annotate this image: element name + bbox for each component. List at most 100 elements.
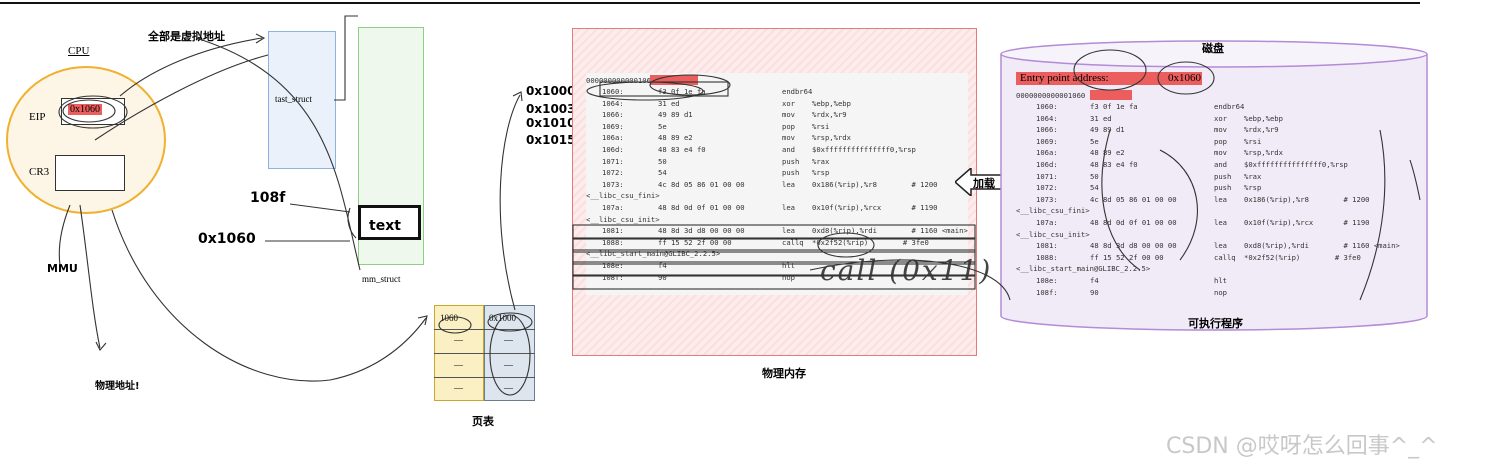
disk-asm-b: 90 — [1090, 287, 1099, 297]
disk-asm-a: 1088: — [1036, 252, 1058, 262]
mem-asm-arg: %rsi — [812, 121, 830, 131]
mem-asm-op: nop — [782, 272, 795, 282]
entry-point-label: Entry point address: — [1020, 72, 1109, 84]
mem-asm-op: lea — [782, 203, 795, 212]
page-table-label: 页表 — [472, 415, 494, 428]
disk-header: 0000000000001060 <_start>: — [1016, 91, 1129, 100]
mem-asm-row: <__libc_csu_fini> — [586, 191, 968, 202]
disk-asm-arg: 0xd8(%rip),%rdi # 1160 <main> — [1244, 241, 1400, 251]
pt-right-3: — — [504, 383, 513, 393]
disk-asm-op: mov — [1214, 125, 1227, 135]
mem-asm-op: xor — [782, 98, 795, 108]
mem-asm-arg: $0xfffffffffffffff0,%rsp — [812, 145, 916, 154]
disk-label: 磁盘 — [1202, 42, 1224, 55]
mem-asm-op: pop — [782, 121, 795, 131]
mem-asm-b: 90 — [658, 272, 667, 282]
pt-right-1: — — [504, 335, 513, 345]
disk-asm-row: <__libc_start_main@GLIBC_2.2.5> — [1016, 264, 1404, 275]
disk-asm-b: 48 89 e2 — [1090, 148, 1125, 158]
mm-struct-label: mm_struct — [362, 274, 401, 284]
disk-asm-b: 50 — [1090, 171, 1099, 181]
mem-asm-arg: %rax — [812, 156, 830, 166]
mem-asm-a: 106d: — [602, 145, 624, 154]
disk-asm-a: 106d: — [1036, 160, 1058, 169]
mem-asm-a: <__libc_csu_fini> — [586, 191, 660, 201]
load-label: 加载 — [973, 177, 995, 190]
mem-asm-a: 1088: — [602, 237, 624, 247]
physical-memory-label: 物理内存 — [762, 367, 806, 380]
disk-asm-b: f3 0f 1e fa — [1090, 102, 1138, 111]
disk-asm-a: 108e: — [1036, 276, 1058, 285]
disk-asm-arg: %rsp,%rdx — [1244, 148, 1283, 158]
disk-asm-b: 48 8d 3d d8 00 00 00 — [1090, 241, 1177, 251]
disk-asm-arg: 0x186(%rip),%r8 # 1200 — [1244, 194, 1370, 204]
disk-asm-row: 1081: 48 8d 3d d8 00 00 00 lea 0xd8(%rip),%… — [1016, 241, 1404, 252]
disk-asm-a: 1071: — [1036, 171, 1058, 181]
mem-asm-a: 1071: — [602, 156, 624, 166]
disk-asm-arg: %rdx,%r9 — [1244, 125, 1279, 135]
mem-asm-op: push — [782, 168, 800, 178]
mmu-label: MMU — [47, 262, 78, 275]
disk-asm-arg: %ebp,%ebp — [1244, 113, 1283, 123]
mem-asm-op: mov — [782, 133, 795, 143]
mem-asm-a: 1073: — [602, 179, 624, 189]
disk-asm-a: 1072: — [1036, 183, 1058, 193]
mem-asm-row: <__libc_start_main@GLIBC_2.2.5> — [586, 249, 968, 260]
mem-asm-b: f4 — [658, 261, 667, 270]
disk-asm-a: 1081: — [1036, 241, 1058, 251]
disk-asm-op: pop — [1214, 136, 1227, 146]
mem-asm-b: f3 0f 1e fa — [658, 87, 706, 96]
physical-addr-label: 物理地址! — [95, 381, 140, 392]
mem-asm-a: 1069: — [602, 121, 624, 131]
disk-asm-op: xor — [1214, 113, 1227, 123]
disk-asm-op: lea — [1214, 194, 1227, 204]
cr3-label: CR3 — [29, 166, 50, 178]
mem-asm-arg: 0x186(%rip),%r8 # 1200 — [812, 179, 938, 189]
disk-asm-arg: $0xfffffffffffffff0,%rsp — [1244, 160, 1348, 169]
disk-asm-a: 107a: — [1036, 218, 1058, 227]
mem-asm-op: callq — [782, 237, 804, 247]
disk-asm-op: push — [1214, 171, 1232, 181]
mem-asm-b: 50 — [658, 156, 667, 166]
disk-asm-a: <__libc_csu_init> — [1016, 229, 1090, 239]
disk-asm-op: lea — [1214, 241, 1227, 251]
disk-asm-row: <__libc_csu_fini> — [1016, 206, 1404, 217]
mem-asm-arg: 0x10f(%rip),%rcx # 1190 — [812, 203, 938, 212]
disk-asm-arg: *0x2f52(%rip) # 3fe0 — [1244, 252, 1361, 262]
addr-0x1060-label: 0x1060 — [198, 231, 256, 247]
disk-asm-a: 1066: — [1036, 125, 1058, 135]
pt-left-1: — — [454, 335, 463, 345]
mem-asm-b: 48 89 e2 — [658, 133, 693, 143]
cr3-register — [55, 155, 125, 191]
mem-asm-b: 5e — [658, 121, 667, 131]
mem-asm-arg: %ebp,%ebp — [812, 98, 851, 108]
mem-asm-a: 1072: — [602, 168, 624, 178]
task-struct-label: tast_struct — [275, 94, 312, 104]
disk-asm-a: 1069: — [1036, 136, 1058, 146]
mem-asm-b: 48 8d 0d 0f 01 00 00 — [658, 203, 745, 212]
executable-label: 可执行程序 — [1188, 317, 1243, 330]
mem-asm-arg: %rdx,%r9 — [812, 110, 847, 120]
mem-asm-arg: *0x2f52(%rip) # 3fe0 — [812, 237, 929, 247]
mem-asm-b: 48 83 e4 f0 — [658, 145, 706, 154]
mem-asm-op: hlt — [782, 261, 795, 270]
mem-asm-a: 108e: — [602, 261, 624, 270]
disk-asm-op: endbr64 — [1214, 102, 1245, 111]
top-rule — [0, 2, 1420, 4]
